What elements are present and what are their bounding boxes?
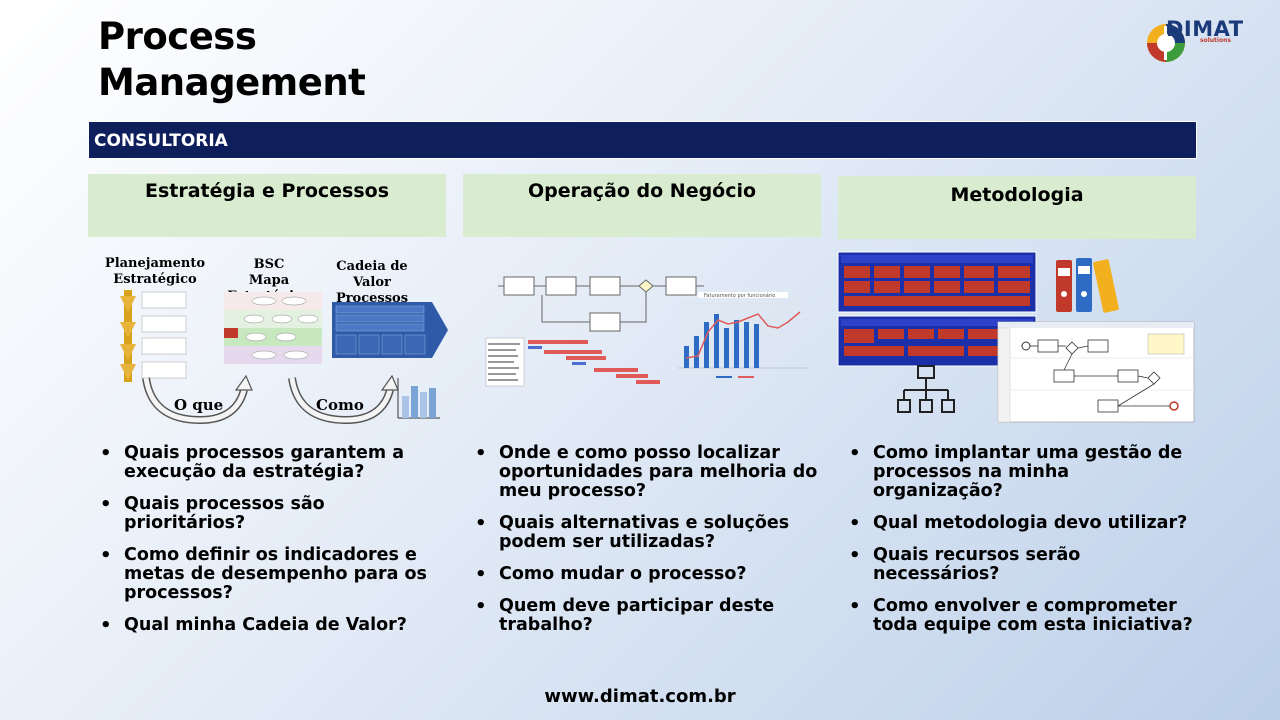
heading-estrategia: Estratégia e Processos (88, 174, 446, 237)
process-flow-icon (498, 276, 704, 332)
list-item: Onde e como posso localizar oportunidade… (473, 444, 818, 501)
section-bar: CONSULTORIA (88, 121, 1197, 159)
list-item: Qual minha Cadeia de Valor? (98, 616, 443, 636)
arc-label-o-que: O que (174, 396, 224, 414)
revenue-chart-icon: Faturamento por funcionário (678, 292, 808, 378)
arc-label-como: Como (316, 396, 364, 414)
questions-operacao: Onde e como posso localizar oportunidade… (473, 444, 818, 648)
curved-arrow-2-icon (288, 374, 399, 425)
logo-sub: solutions (1200, 37, 1231, 44)
list-item: Quais recursos serão necessários? (847, 546, 1195, 584)
list-item: Como definir os indicadores e metas de d… (98, 546, 443, 603)
title-line-2: Management (98, 61, 366, 104)
bpmn-diagram-icon (997, 321, 1195, 423)
bar-chart-3d-icon (397, 378, 440, 419)
heading-operacao: Operação do Negócio (463, 174, 821, 237)
curved-arrow-1-icon (142, 374, 253, 425)
gantt-chart-icon (485, 337, 660, 387)
binders-icon (1056, 258, 1119, 313)
page-title: Process Management (98, 14, 366, 106)
process-office-icon (837, 251, 1037, 367)
list-item: Quais processos garantem a execução da e… (98, 444, 443, 482)
value-chain-icon (332, 302, 448, 358)
label-planejamento: Planejamento Estratégico (104, 256, 206, 287)
list-item: Quem deve participar deste trabalho? (473, 597, 818, 635)
list-item: Como envolver e comprometer toda equipe … (847, 597, 1195, 635)
label-cadeia: Cadeia de Valor Processos (335, 259, 409, 306)
footer-url[interactable]: www.dimat.com.br (544, 686, 736, 707)
list-item: Quais processos são prioritários? (98, 495, 443, 533)
list-item: Como mudar o processo? (473, 565, 818, 585)
list-item: Como implantar uma gestão de processos n… (847, 444, 1195, 501)
list-item: Quais alternativas e soluções podem ser … (473, 514, 818, 552)
title-line-1: Process (98, 15, 257, 58)
questions-metodologia: Como implantar uma gestão de processos n… (847, 444, 1195, 648)
heading-metodologia: Metodologia (838, 176, 1196, 239)
svg-text:Faturamento por funcionário: Faturamento por funcionário (704, 292, 775, 299)
bsc-map-icon (224, 292, 322, 364)
list-item: Qual metodologia devo utilizar? (847, 514, 1195, 534)
dimat-logo-icon (1147, 24, 1185, 62)
questions-estrategia: Quais processos garantem a execução da e… (98, 444, 443, 648)
org-chart-icon (897, 365, 955, 413)
planning-diagram-icon (120, 290, 187, 382)
logo-name: DIMAT (1166, 17, 1244, 41)
